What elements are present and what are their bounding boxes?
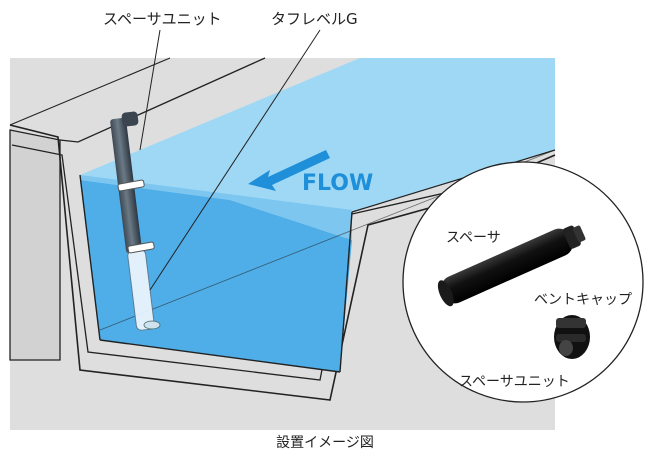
flow-label: FLOW bbox=[302, 171, 373, 196]
parts-inset: スペーサ ベントキャップ スペーサユニット bbox=[402, 161, 644, 403]
leader-line-tough-level bbox=[149, 29, 321, 291]
label-tough-level: タフレベルG bbox=[271, 10, 358, 28]
label-spacer-unit-inset: スペーサユニット bbox=[459, 374, 570, 390]
label-vent-cap: ベントキャップ bbox=[534, 292, 632, 308]
sensor-probe-icon bbox=[110, 111, 161, 331]
label-spacer-unit: スペーサユニット bbox=[103, 10, 222, 28]
diagram-caption: 設置イメージ図 bbox=[276, 435, 374, 451]
flow-arrow-icon bbox=[248, 150, 330, 191]
vent-cap-part-icon bbox=[554, 315, 590, 359]
label-spacer: スペーサ bbox=[446, 230, 501, 246]
leader-line-spacer-unit bbox=[139, 29, 161, 151]
spacer-part-icon bbox=[437, 225, 586, 307]
